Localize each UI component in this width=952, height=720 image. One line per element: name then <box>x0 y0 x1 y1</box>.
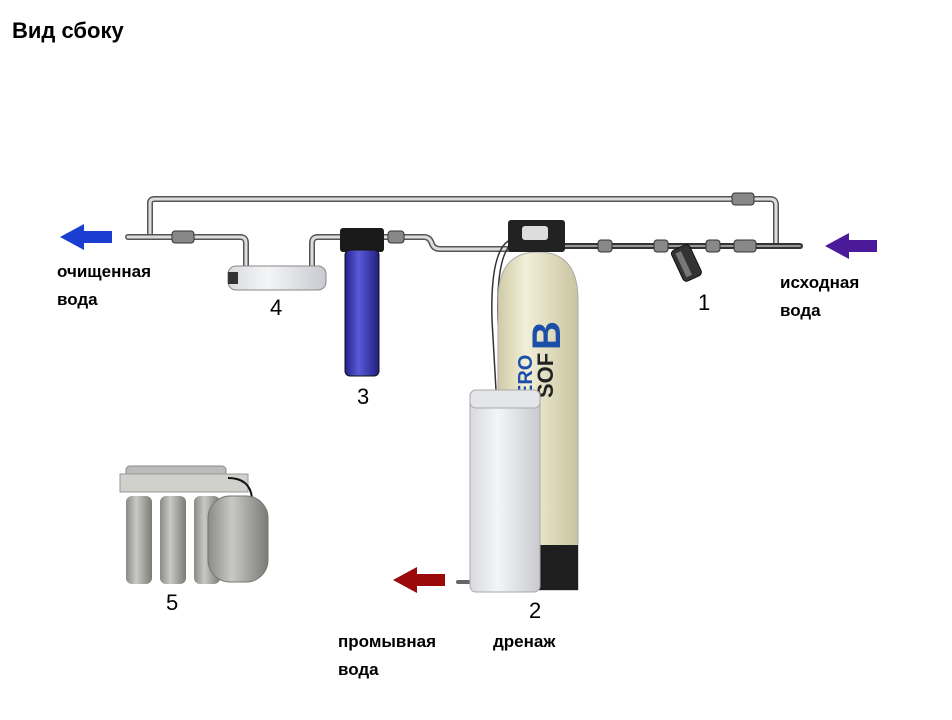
wash-water-label-line2: вода <box>338 660 379 679</box>
drain-label: дренаж <box>493 632 556 651</box>
number-2: 2 <box>529 598 542 623</box>
number-1: 1 <box>698 290 711 315</box>
svg-text:ERO: ERO <box>515 355 537 398</box>
source-water-label-line1: исходная <box>780 273 860 292</box>
clean-water-arrow <box>60 224 112 250</box>
svg-text:B: B <box>525 321 569 350</box>
clean-water-label-line1: очищенная <box>57 262 151 281</box>
cartridge-filter-3 <box>340 228 384 377</box>
brine-tank <box>469 389 541 593</box>
page-title: Вид сбоку <box>12 18 124 43</box>
reverse-osmosis-5 <box>119 465 269 584</box>
wash-water-arrow <box>393 567 445 593</box>
uv-lamp-4 <box>227 265 327 291</box>
number-3: 3 <box>357 384 370 409</box>
tank-logo: B ERO SOF <box>515 321 569 398</box>
source-water-arrow <box>825 233 877 259</box>
wash-water-label-line1: промывная <box>338 632 436 651</box>
clean-water-label: очищенная вода <box>57 258 151 314</box>
source-water-label-line2: вода <box>780 301 821 320</box>
number-4: 4 <box>270 295 283 320</box>
strainer-filter-1 <box>670 244 702 282</box>
source-water-label: исходная вода <box>780 269 859 325</box>
number-5: 5 <box>166 590 179 615</box>
clean-water-label-line2: вода <box>57 290 98 309</box>
pipe-fittings <box>171 192 757 253</box>
wash-water-label: промывная вода <box>338 628 436 684</box>
